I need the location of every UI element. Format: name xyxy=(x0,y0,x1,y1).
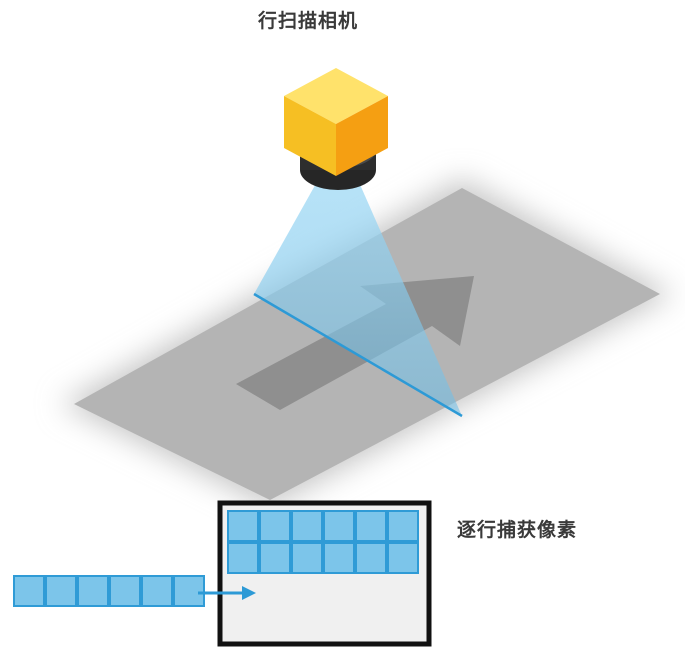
incoming-pixel xyxy=(109,575,141,607)
captured-pixel xyxy=(227,510,259,542)
captured-pixel xyxy=(387,510,419,542)
transfer-arrow xyxy=(198,586,256,600)
scan-line xyxy=(253,292,463,418)
captured-pixel-grid xyxy=(227,510,419,574)
output-frame xyxy=(217,500,432,647)
captured-pixel xyxy=(355,510,387,542)
captured-pixel xyxy=(355,542,387,574)
camera-title: 行扫描相机 xyxy=(258,10,359,32)
camera-icon xyxy=(284,68,388,190)
incoming-pixel xyxy=(173,575,205,607)
incoming-pixel xyxy=(13,575,45,607)
captured-pixel xyxy=(323,510,355,542)
incoming-pixel xyxy=(45,575,77,607)
captured-pixel xyxy=(323,542,355,574)
incoming-pixel-line xyxy=(13,575,205,607)
captured-pixel xyxy=(291,542,323,574)
incoming-pixel xyxy=(77,575,109,607)
captured-pixel xyxy=(291,510,323,542)
incoming-pixel xyxy=(141,575,173,607)
capture-caption: 逐行捕获像素 xyxy=(457,519,578,541)
captured-pixel xyxy=(259,510,291,542)
captured-pixel xyxy=(259,542,291,574)
captured-pixel xyxy=(227,542,259,574)
captured-pixel xyxy=(387,542,419,574)
camera-beam xyxy=(254,180,462,416)
